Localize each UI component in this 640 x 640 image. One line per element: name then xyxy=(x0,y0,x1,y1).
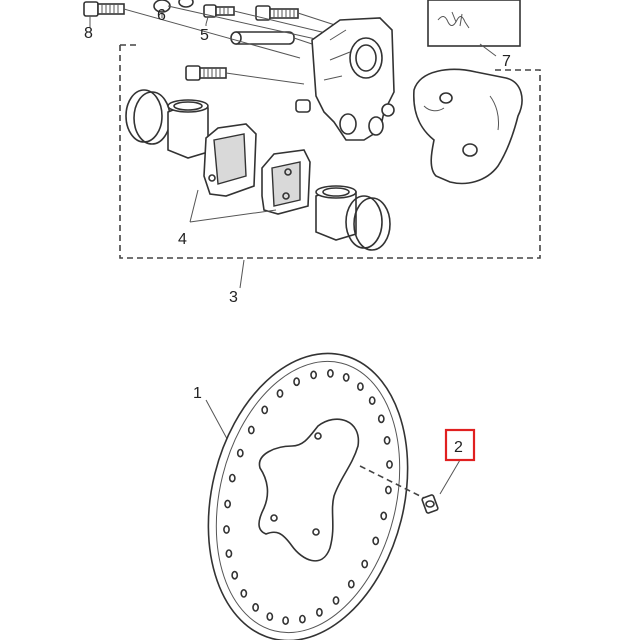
mounting-bolt-lower xyxy=(185,65,227,81)
vent-hole xyxy=(282,616,289,625)
bolt-part-8 xyxy=(83,1,125,22)
vent-hole xyxy=(298,614,306,624)
vent-hole xyxy=(361,559,369,569)
vent-hole xyxy=(261,405,269,415)
piston-seal-left xyxy=(125,89,171,145)
bolt-part-5 xyxy=(203,4,235,25)
vent-hole xyxy=(386,460,393,469)
caliper-assembly-boundary xyxy=(119,44,541,259)
vent-hole xyxy=(315,607,323,617)
vent-hole xyxy=(240,589,248,598)
vent-hole xyxy=(236,448,244,458)
callout-4: 4 xyxy=(178,231,187,248)
vent-hole xyxy=(252,603,259,612)
brake-pad-left xyxy=(203,123,257,197)
vent-hole xyxy=(326,368,334,378)
callout-3: 3 xyxy=(229,289,238,306)
vent-hole xyxy=(293,377,300,387)
disc-vent-holes xyxy=(223,368,393,625)
callout-6: 6 xyxy=(157,7,166,24)
slide-pin xyxy=(230,31,295,45)
vent-hole xyxy=(342,372,350,382)
highlighted-callout-2[interactable]: 2 xyxy=(444,428,476,462)
vent-hole xyxy=(225,549,233,558)
caliper-body xyxy=(295,17,395,141)
disc-hub-cutout xyxy=(258,418,360,562)
callout-5: 5 xyxy=(200,27,209,44)
vent-hole xyxy=(247,425,255,435)
highlight-box xyxy=(444,428,476,462)
piston-left xyxy=(167,99,209,159)
vent-hole xyxy=(383,435,391,445)
vent-hole xyxy=(368,396,376,405)
explode-lines xyxy=(123,5,339,107)
piston-right xyxy=(315,185,357,241)
vent-hole xyxy=(380,511,388,521)
mounting-bolt-upper xyxy=(255,5,299,21)
vent-hole xyxy=(377,414,385,424)
vent-hole xyxy=(231,570,239,580)
vent-hole xyxy=(384,485,392,495)
bleeder-part-top xyxy=(178,0,194,8)
caliper-bracket xyxy=(413,68,523,185)
vent-hole xyxy=(228,473,236,483)
callout-8: 8 xyxy=(84,25,93,42)
vent-hole xyxy=(223,525,230,534)
part-7-subbox xyxy=(427,0,521,57)
brake-disc xyxy=(207,352,409,640)
vent-hole xyxy=(347,579,355,589)
vent-hole xyxy=(332,596,340,605)
callout-2: 2 xyxy=(454,439,463,456)
vent-hole xyxy=(372,536,380,546)
vent-hole xyxy=(276,389,284,398)
callout-1: 1 xyxy=(193,385,202,402)
callout-7: 7 xyxy=(502,53,511,70)
brake-pad-right xyxy=(261,149,311,215)
vent-hole xyxy=(356,382,364,391)
vent-hole xyxy=(224,499,231,509)
vent-hole xyxy=(310,370,317,380)
piston-seal-right xyxy=(345,195,391,251)
vent-hole xyxy=(266,612,274,621)
disc-bolt-part-2 xyxy=(359,465,439,514)
